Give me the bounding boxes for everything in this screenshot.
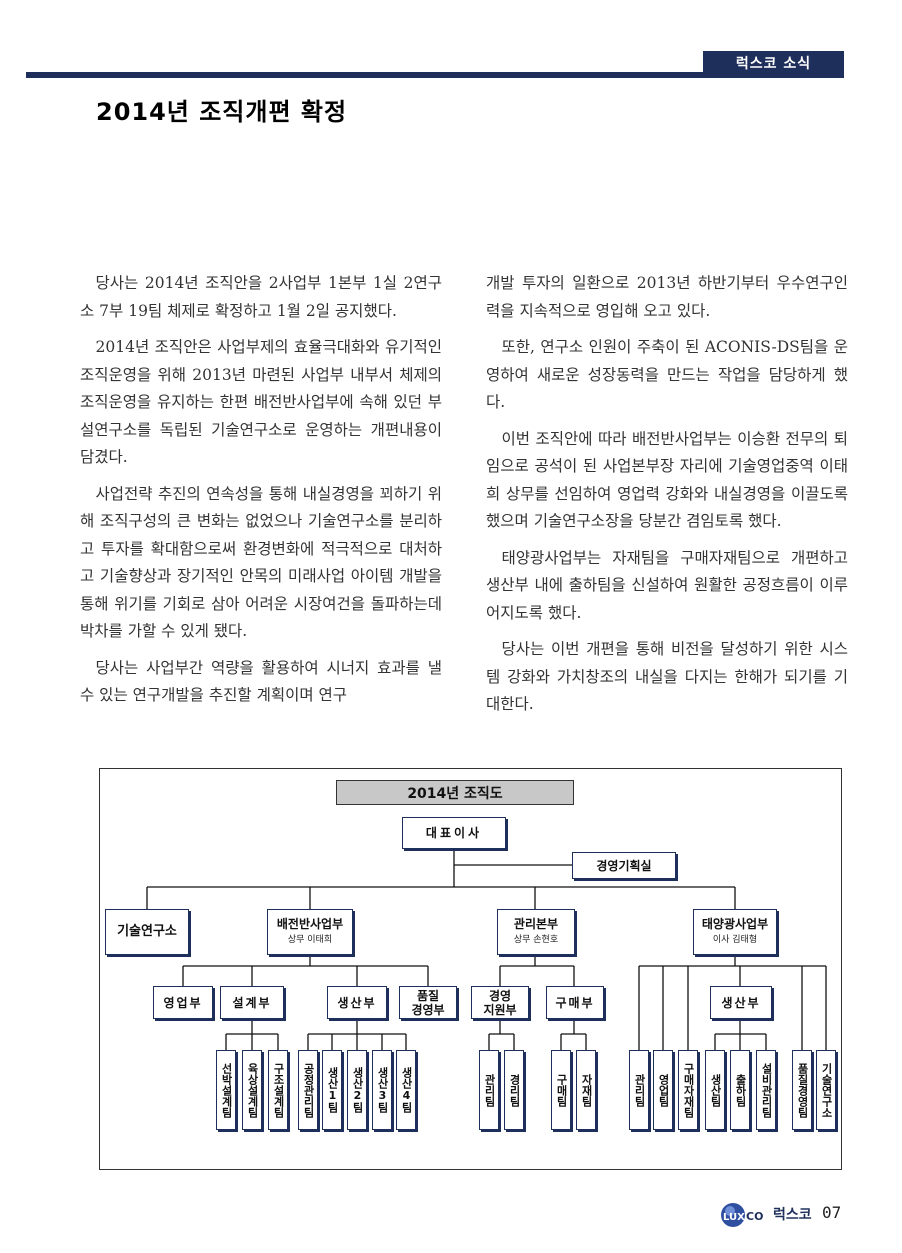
rnd-center-box: 기술연구소 (105, 909, 189, 955)
team-label: 품질경영팀 (796, 1062, 809, 1118)
paragraph: 당사는 이번 개편을 통해 비전을 달성하기 위한 시스템 강화와 가치창조의 … (486, 640, 848, 713)
division-name: 태양광사업부 (701, 917, 769, 931)
team-management: 관리팀 (479, 1050, 499, 1130)
dept-label: 구매부 (555, 995, 595, 1010)
team-label: 출하팀 (734, 1073, 747, 1107)
purchase-dept-box: 구매부 (546, 986, 604, 1019)
team-solar-management: 관리팀 (629, 1050, 649, 1130)
paragraph: 사업전략 추진의 연속성을 통해 내실경영을 꾀하기 위해 조직구성의 큰 변화… (80, 484, 442, 641)
team-label: 생산3팀 (376, 1067, 389, 1113)
luxco-logo-icon: LUX CO (721, 1203, 763, 1227)
team-label: 선박설계팀 (220, 1062, 233, 1118)
org-chart: 2014년 조직도 대표이사 경영기획실 기술연구소 배전반사업부 상무 이태희… (99, 768, 842, 1170)
team-label: 생산2팀 (351, 1067, 364, 1113)
paragraph: 2014년 조직안은 사업부제의 효율극대화와 유기적인 조직운영을 위해 20… (80, 338, 442, 466)
team-label: 육상설계팀 (246, 1062, 259, 1118)
dept-label: 영업부 (163, 995, 203, 1010)
dept-label: 설계부 (232, 995, 272, 1010)
svg-text:CO: CO (746, 1210, 763, 1223)
team-land-design: 육상설계팀 (242, 1050, 262, 1130)
team-label: 영업팀 (657, 1073, 670, 1107)
sales-dept-box: 영업부 (153, 986, 213, 1019)
paragraph: 당사는 2014년 조직안을 2사업부 1본부 1실 2연구소 7부 19팀 체… (80, 274, 442, 320)
dept-label: 지원부 (483, 1002, 517, 1017)
paragraph: 태양광사업부는 자재팀을 구매자재팀으로 개편하고 생산부 내에 출하팀을 신설… (486, 548, 848, 622)
team-label: 생산1팀 (326, 1067, 339, 1113)
team-label: 관리팀 (483, 1073, 496, 1107)
team-label: 생산팀 (709, 1073, 722, 1107)
division-head: 상무 이태희 (287, 935, 333, 945)
switchgear-division-box: 배전반사업부 상무 이태희 (267, 909, 353, 955)
admin-division-box: 관리본부 상무 손현호 (497, 909, 575, 955)
paragraph: 당사는 사업부간 역량을 활용하여 시너지 효과를 낼 수 있는 연구개발을 추… (80, 658, 442, 705)
article-column-right: 개발 투자의 일환으로 2013년 하반기부터 우수연구인력을 지속적으로 영입… (486, 270, 848, 728)
team-solar-production: 생산팀 (705, 1050, 725, 1130)
team-accounting: 경리팀 (504, 1050, 524, 1130)
team-label: 구매자재팀 (682, 1062, 695, 1118)
team-production-4: 생산4팀 (396, 1050, 416, 1130)
team-label: 설비관리팀 (760, 1062, 773, 1118)
team-label: 기술연구소 (820, 1062, 833, 1118)
ceo-box: 대표이사 (402, 817, 506, 849)
org-chart-connectors (146, 849, 827, 1050)
section-tag: 럭스코 소식 (703, 51, 844, 78)
production-dept-box: 생산부 (327, 986, 387, 1019)
division-name: 배전반사업부 (276, 917, 344, 931)
paragraph: 이번 조직안에 따라 배전반사업부는 이승환 전무의 퇴임으로 공석이 된 사업… (486, 429, 848, 531)
team-materials: 자재팀 (576, 1050, 596, 1130)
footer-brand: 럭스코 (773, 1207, 812, 1223)
header-rule (26, 72, 844, 78)
team-label: 경리팀 (508, 1073, 521, 1107)
team-solar-rnd: 기술연구소 (816, 1050, 836, 1130)
support-dept-box: 경영 지원부 (471, 986, 529, 1019)
team-label: 생산4팀 (400, 1067, 413, 1113)
quality-dept-box: 품질 경영부 (399, 986, 457, 1019)
ceo-label: 대표이사 (425, 826, 483, 840)
team-production-3: 생산3팀 (372, 1050, 392, 1130)
team-facility-mgmt: 설비관리팀 (756, 1050, 776, 1130)
design-dept-box: 설계부 (220, 986, 284, 1019)
team-label: 구매팀 (555, 1073, 568, 1107)
team-solar-sales: 영업팀 (653, 1050, 673, 1130)
team-label: 구조설계팀 (272, 1062, 285, 1118)
svg-text:LUX: LUX (723, 1212, 745, 1223)
team-ship-design: 선박설계팀 (216, 1050, 236, 1130)
dept-label: 경영부 (411, 1002, 445, 1017)
page-number: 07 (822, 1203, 842, 1222)
rnd-center-label: 기술연구소 (117, 924, 177, 939)
team-production-2: 생산2팀 (347, 1050, 367, 1130)
paragraph: 개발 투자의 일환으로 2013년 하반기부터 우수연구인력을 지속적으로 영입… (486, 274, 848, 320)
paragraph: 또한, 연구소 인원이 주축이 된 ACONIS-DS팀을 운영하여 새로운 성… (486, 338, 848, 411)
dept-label: 생산부 (721, 995, 761, 1010)
team-solar-purchase: 구매자재팀 (678, 1050, 698, 1130)
team-production-1: 생산1팀 (322, 1050, 342, 1130)
org-chart-title: 2014년 조직도 (336, 780, 574, 805)
division-head: 이사 김태형 (712, 935, 758, 945)
planning-office-label: 경영기획실 (596, 858, 652, 873)
team-label: 관리팀 (633, 1073, 646, 1107)
dept-label: 경영 (488, 988, 512, 1003)
team-label: 자재팀 (580, 1073, 593, 1107)
division-name: 관리본부 (513, 917, 559, 931)
dept-label: 생산부 (337, 995, 377, 1010)
dept-label: 품질 (416, 988, 440, 1003)
article-column-left: 당사는 2014년 조직안을 2사업부 1본부 1실 2연구소 7부 19팀 체… (80, 270, 442, 719)
team-label: 공정관리팀 (302, 1062, 315, 1118)
team-process-mgmt: 공정관리팀 (298, 1050, 318, 1130)
team-solar-quality: 품질경영팀 (792, 1050, 812, 1130)
division-head: 상무 손현호 (513, 935, 559, 945)
team-shipping: 출하팀 (730, 1050, 750, 1130)
planning-office-box: 경영기획실 (572, 852, 676, 879)
article-title: 2014년 조직개편 확정 (96, 98, 348, 126)
solar-division-box: 태양광사업부 이사 김태형 (693, 909, 777, 955)
team-buying: 구매팀 (551, 1050, 571, 1130)
solar-production-dept-box: 생산부 (710, 986, 772, 1019)
team-structure-design: 구조설계팀 (268, 1050, 288, 1130)
